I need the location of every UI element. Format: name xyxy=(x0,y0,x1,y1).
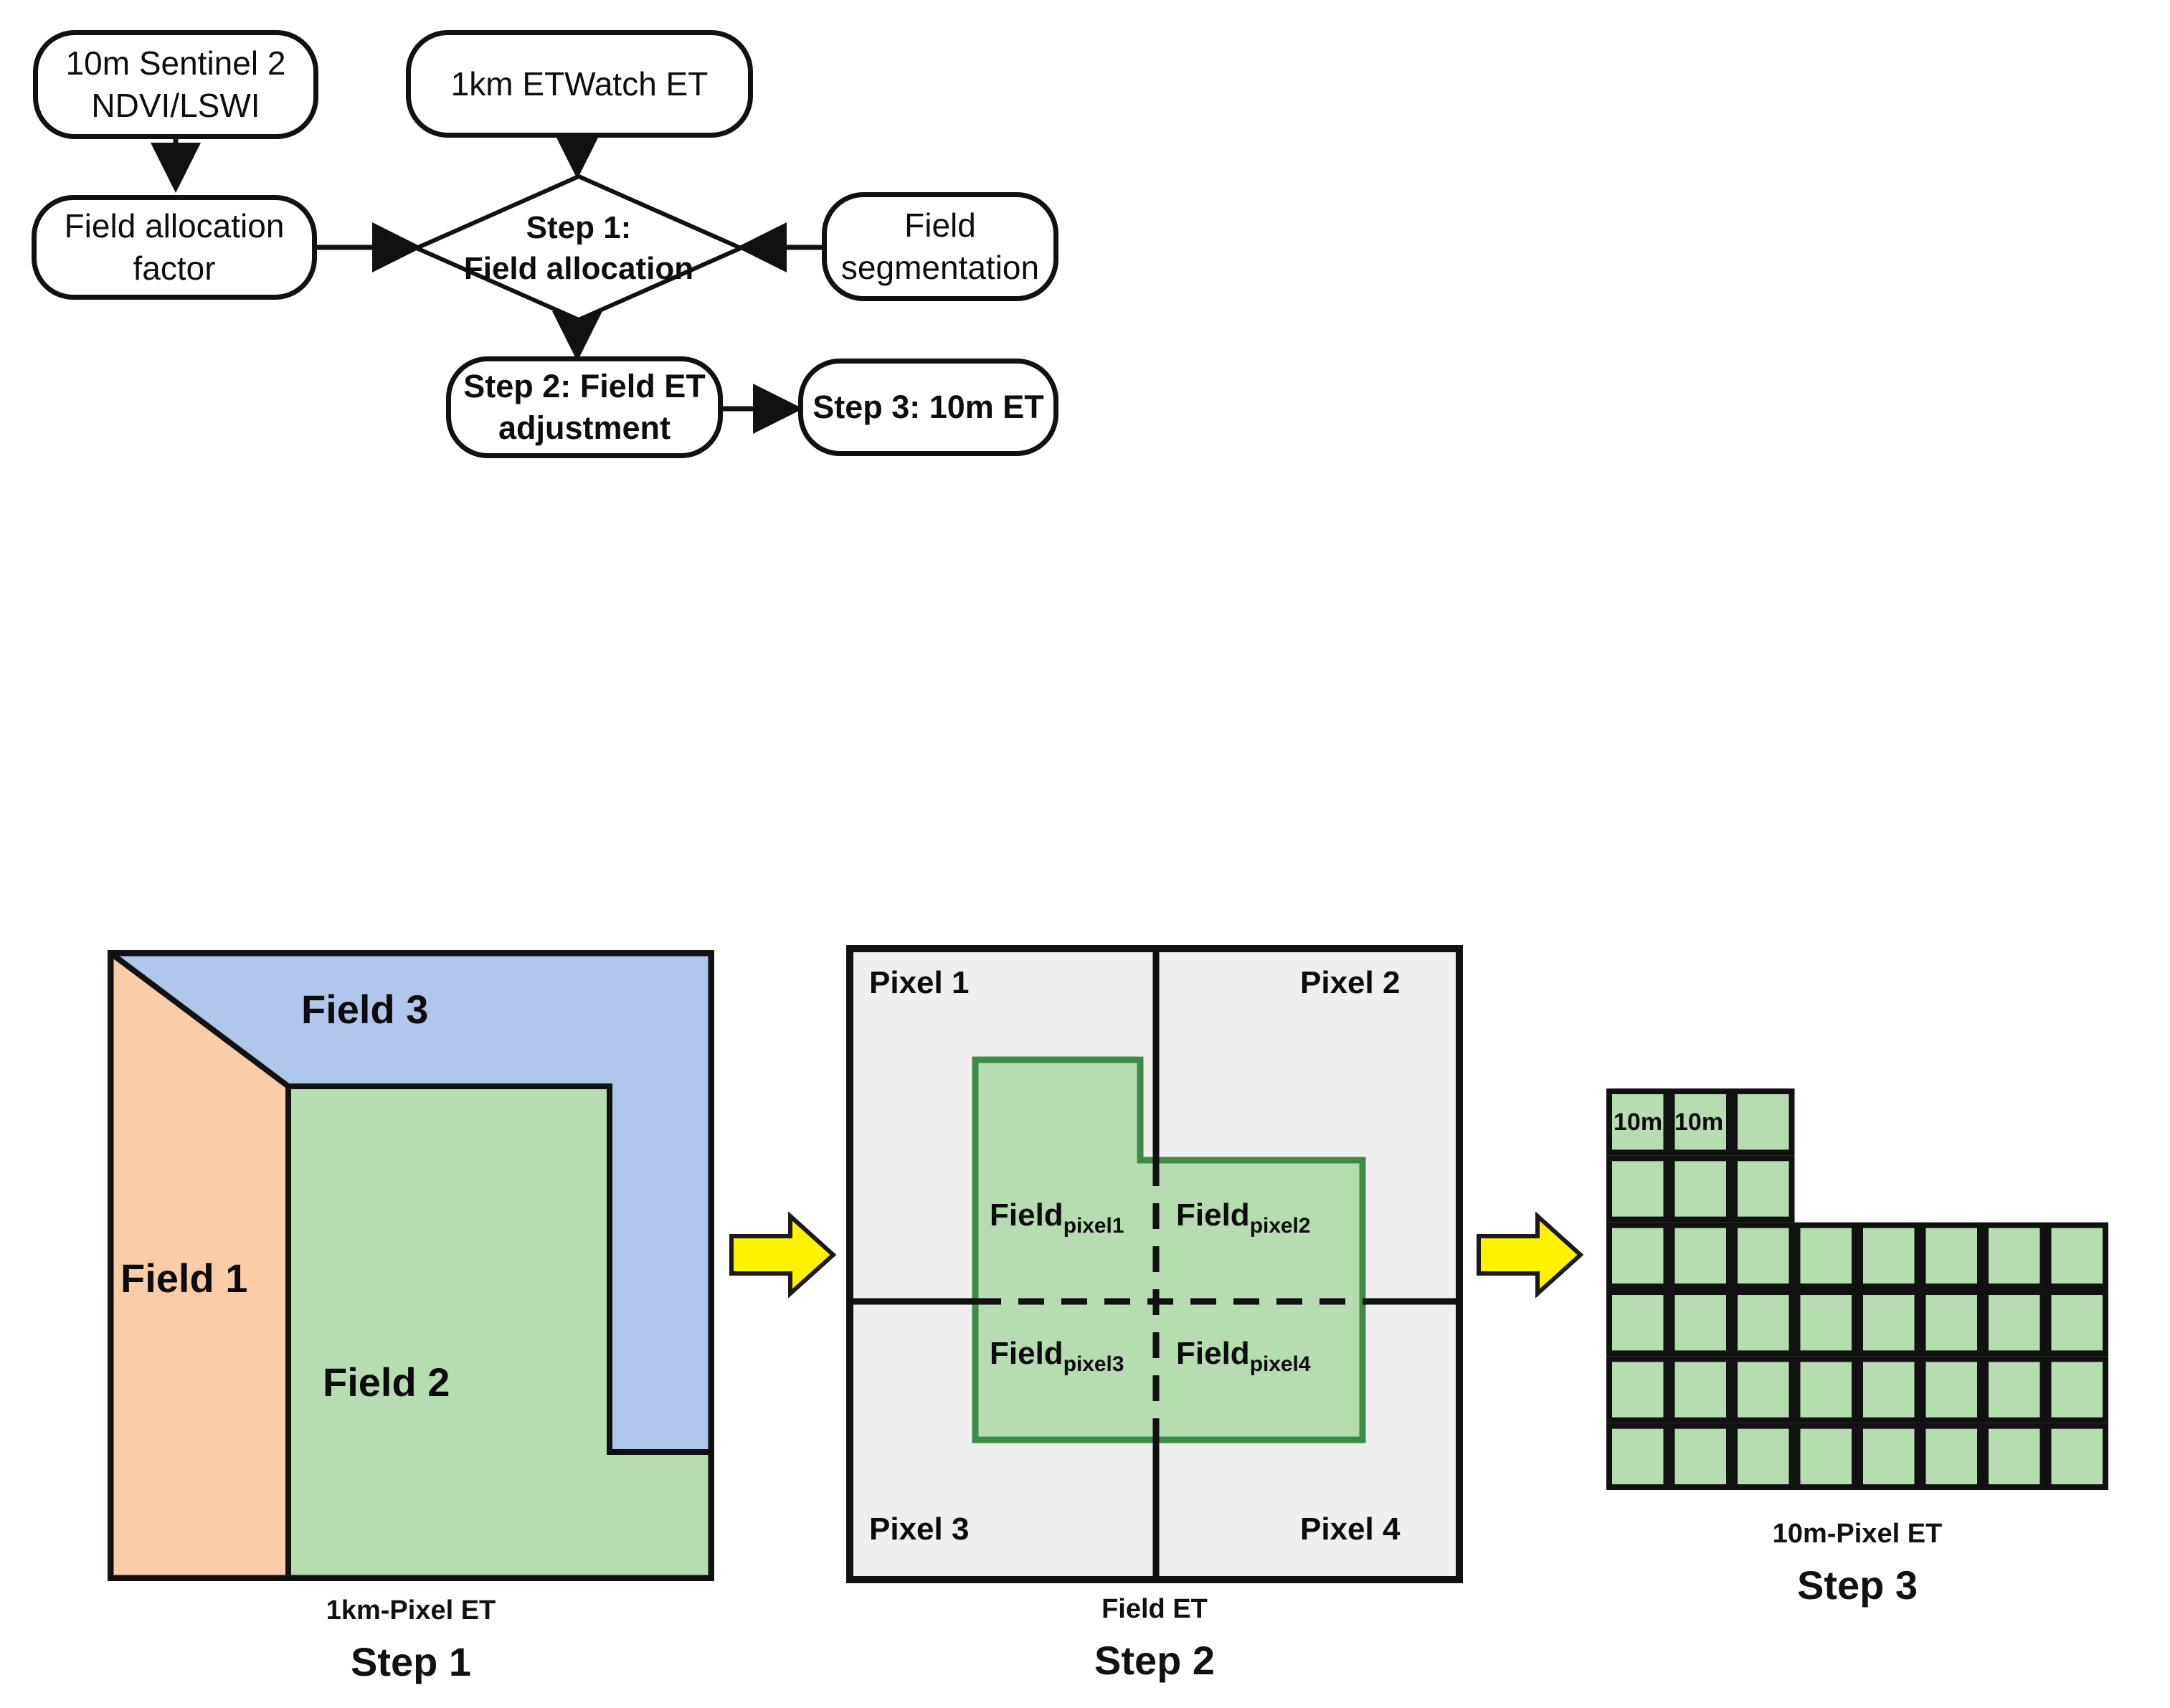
arrow-step2-to-step3-icon xyxy=(1477,1212,1583,1298)
field-base-3: Field xyxy=(990,1336,1063,1371)
field-sub-4: pixel4 xyxy=(1249,1352,1311,1376)
step2-caption-sub: Field ET xyxy=(1101,1594,1208,1624)
step3-caption-step: Step 3 xyxy=(1796,1562,1918,1608)
step3-grid-cell xyxy=(1920,1423,1983,1490)
step3-grid-cell xyxy=(2045,1222,2108,1289)
node-field-allocation-factor[interactable]: Field allocation factor xyxy=(32,195,317,300)
step1-label-field3: Field 3 xyxy=(301,987,429,1032)
step3-caption-sub: 10m-Pixel ET xyxy=(1772,1519,1943,1549)
step3-grid-cell xyxy=(2045,1423,2108,1490)
node-sentinel[interactable]: 10m Sentinel 2 NDVI/LSWI xyxy=(33,30,318,139)
step1-caption-sub: 1km-Pixel ET xyxy=(326,1595,496,1626)
step3-grid-cell xyxy=(1606,1088,1669,1156)
step3-grid-cell xyxy=(1857,1289,1920,1357)
step3-grid-cell xyxy=(1794,1222,1857,1289)
step1-field-map[interactable] xyxy=(108,950,714,1581)
step3-grid-cell xyxy=(1732,1222,1795,1289)
step3-grid-cell xyxy=(1794,1289,1857,1357)
step3-grid-cell xyxy=(1920,1222,1983,1289)
step3-grid-cell xyxy=(1983,1289,2046,1357)
step3-grid-cell xyxy=(1669,1088,1732,1156)
step3-grid-cell xyxy=(1920,1356,1983,1423)
node-field-segmentation[interactable]: Field segmentation xyxy=(822,192,1058,301)
node-step1-label: Step 1: Field allocation xyxy=(463,209,694,286)
step3-grid-cell xyxy=(1794,1423,1857,1490)
step3-grid-cell xyxy=(1732,1289,1795,1357)
step3-grid-cell xyxy=(1732,1155,1795,1223)
step3-grid-cell xyxy=(1606,1356,1669,1423)
step2-label-field-pixel1: Fieldpixel1 xyxy=(990,1197,1124,1238)
step3-grid-cell xyxy=(1857,1222,1920,1289)
field-sub-2: pixel2 xyxy=(1249,1213,1311,1238)
step3-grid-cell xyxy=(1732,1088,1795,1156)
step3-grid-cell xyxy=(1606,1155,1669,1223)
panel-step1: Field 3 Field 1 Field 2 1km-Pixel ET Ste… xyxy=(108,950,714,1684)
step3-grid-cell xyxy=(1983,1222,2046,1289)
node-step2[interactable]: Step 2: Field ET adjustment xyxy=(446,356,723,458)
step3-grid-cell xyxy=(1669,1423,1732,1490)
step3-grid-cell xyxy=(1857,1356,1920,1423)
field-base-4: Field xyxy=(1176,1336,1250,1371)
step3-grid-cell xyxy=(1857,1423,1920,1490)
panel-step3: 10m 10m 10m-Pixel ET Step 3 xyxy=(1606,1088,2108,1669)
step3-grid-cell xyxy=(1606,1222,1669,1289)
step3-grid-cell xyxy=(1669,1356,1732,1423)
field-base-2: Field xyxy=(1176,1197,1250,1233)
field-base-1: Field xyxy=(990,1197,1063,1233)
step3-grid-cell xyxy=(1983,1423,2046,1490)
step3-grid-cell xyxy=(2045,1356,2108,1423)
step2-label-pixel2: Pixel 2 xyxy=(1300,965,1401,1000)
step2-label-pixel3: Pixel 3 xyxy=(869,1512,970,1547)
step2-label-pixel1: Pixel 1 xyxy=(869,965,970,1000)
step3-grid[interactable] xyxy=(1606,1088,2108,1490)
step2-label-field-pixel3: Fieldpixel3 xyxy=(990,1336,1124,1377)
step2-pixel-map[interactable] xyxy=(846,945,1463,1583)
step2-label-field-pixel2: Fieldpixel2 xyxy=(1176,1197,1310,1238)
step3-grid-cell xyxy=(1606,1423,1669,1490)
panel-step2: Pixel 1 Pixel 2 Pixel 3 Pixel 4 Fieldpix… xyxy=(846,945,1463,1683)
step3-grid-cell xyxy=(1669,1289,1732,1357)
step3-grid-cell xyxy=(1669,1155,1732,1223)
step1-label-field1: Field 1 xyxy=(120,1256,248,1301)
step3-label-10m-a: 10m xyxy=(1614,1109,1663,1136)
step3-grid-cell xyxy=(1794,1356,1857,1423)
step3-grid-cell xyxy=(1669,1222,1732,1289)
step1-caption-step: Step 1 xyxy=(350,1639,472,1684)
step2-label-field-pixel4: Fieldpixel4 xyxy=(1176,1336,1310,1377)
step3-grid-cell xyxy=(2045,1289,2108,1357)
field-sub-1: pixel1 xyxy=(1063,1213,1124,1238)
step1-label-field2: Field 2 xyxy=(323,1360,450,1405)
step3-grid-cell xyxy=(1920,1289,1983,1357)
node-step1-diamond[interactable]: Step 1: Field allocation xyxy=(414,174,743,322)
step2-caption-step: Step 2 xyxy=(1094,1638,1216,1683)
step3-grid-cell xyxy=(1732,1423,1795,1490)
arrow-step1-to-step2-icon xyxy=(729,1212,836,1298)
node-step3[interactable]: Step 3: 10m ET xyxy=(798,359,1058,456)
flowchart-connectors xyxy=(151,129,826,434)
step3-label-10m-b: 10m xyxy=(1674,1109,1724,1136)
diamond-shape-icon xyxy=(414,174,743,322)
step3-grid-cell xyxy=(1732,1356,1795,1423)
step3-grid-cell xyxy=(1606,1289,1669,1357)
step3-grid-cell xyxy=(1983,1356,2046,1423)
field-sub-3: pixel3 xyxy=(1063,1352,1124,1376)
step2-label-pixel4: Pixel 4 xyxy=(1300,1512,1401,1547)
node-etwatch[interactable]: 1km ETWatch ET xyxy=(406,30,753,138)
